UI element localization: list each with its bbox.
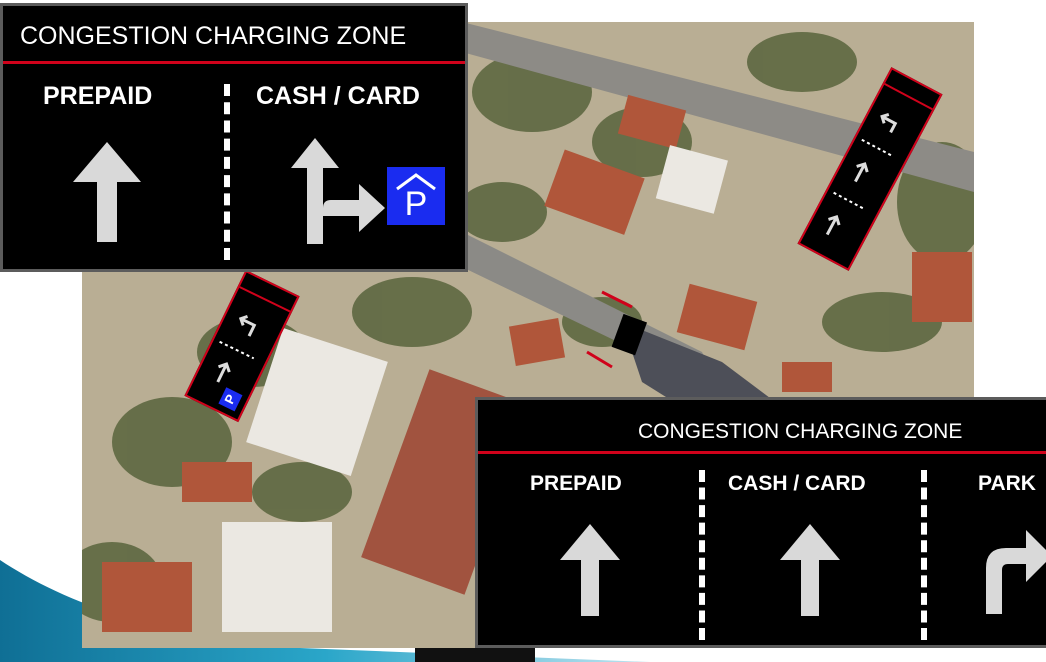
mini-sign-left-arrows (216, 286, 291, 383)
sign-top-lane-prepaid: PREPAID (43, 82, 153, 110)
arrow-straight-icon (560, 524, 620, 616)
sign-bottom-lane-park: PARK (978, 472, 1036, 495)
arrow-straight-icon (73, 142, 141, 242)
arrow-right-turn-icon (986, 530, 1046, 614)
sign-bottom: CONGESTION CHARGING ZONE PREPAID CASH / … (475, 397, 1046, 648)
arrow-straight-right-icon (291, 138, 385, 244)
parking-letter: P (404, 185, 428, 223)
parking-roof-icon (396, 173, 436, 191)
sign-top: CONGESTION CHARGING ZONE PREPAID CASH / … (0, 3, 468, 272)
sign-top-lane-cash-card: CASH / CARD (256, 82, 420, 110)
sign-bottom-lane-divider-1 (699, 470, 705, 640)
sign-bottom-lane-prepaid: PREPAID (530, 472, 622, 495)
mini-parking-letter: P (221, 391, 239, 407)
sign-bottom-title: CONGESTION CHARGING ZONE (478, 400, 1046, 454)
mini-sign-left: P (184, 269, 300, 423)
mini-sign-right-arrows (825, 83, 933, 236)
parking-icon: P (387, 167, 445, 225)
sign-bottom-lane-divider-2 (921, 470, 927, 640)
sign-top-title: CONGESTION CHARGING ZONE (3, 6, 465, 64)
arrow-straight-icon (780, 524, 840, 616)
mini-sign-right (797, 67, 943, 271)
sign-bottom-lane-cash-card: CASH / CARD (728, 472, 866, 495)
sign-top-lane-divider (224, 84, 230, 260)
